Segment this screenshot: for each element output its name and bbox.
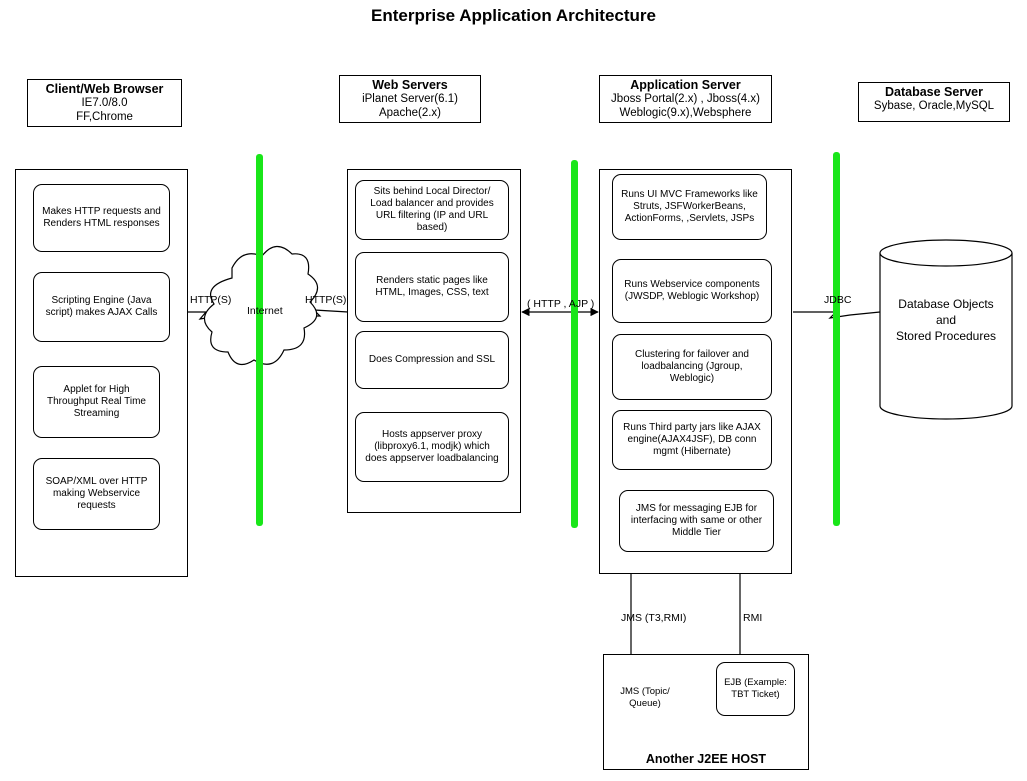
app-box-jms-ejb: JMS for messaging EJB for interfacing wi… bbox=[619, 490, 774, 552]
jms-queue-text: JMS (Topic/ Queue) bbox=[620, 686, 670, 709]
web-box-static-pages: Renders static pages like HTML, Images, … bbox=[355, 252, 509, 322]
database-text-line-2: and bbox=[935, 313, 957, 327]
app-tier-line-2: Weblogic(9.x),Websphere bbox=[619, 107, 752, 119]
http-label-left: HTTP(S) bbox=[190, 294, 232, 306]
ejb-box: EJB (Example: TBT Ticket) bbox=[716, 662, 795, 716]
db-tier-line-1: Sybase, Oracle,MySQL bbox=[873, 100, 995, 112]
web-tier-name: Web Servers bbox=[372, 78, 448, 92]
client-box-scripting: Scripting Engine (Java script) makes AJA… bbox=[33, 272, 170, 342]
app-tier-line-1: Jboss Portal(2.x) , Jboss(4.x) bbox=[611, 93, 760, 105]
database-cylinder-icon bbox=[879, 239, 1013, 420]
web-box-compression-ssl: Does Compression and SSL bbox=[355, 331, 509, 389]
app-box-mvc: Runs UI MVC Frameworks like Struts, JSFW… bbox=[612, 174, 767, 240]
tier-separator-2 bbox=[571, 160, 578, 528]
db-tier-name: Database Server bbox=[885, 85, 983, 99]
web-tier-line-1: iPlanet Server(6.1) bbox=[362, 93, 458, 105]
database-text-line-1: Database Objects bbox=[898, 297, 994, 311]
http-label-right: HTTP(S) bbox=[305, 294, 347, 306]
app-tier-header: Application Server Jboss Portal(2.x) , J… bbox=[599, 75, 772, 123]
internet-label: Internet bbox=[247, 305, 283, 317]
rmi-link-label: RMI bbox=[743, 612, 763, 624]
app-db-link bbox=[793, 311, 881, 319]
db-tier-header: Database Server Sybase, Oracle,MySQL bbox=[858, 82, 1010, 122]
client-box-applet: Applet for High Throughput Real Time Str… bbox=[33, 366, 160, 438]
client-tier-line-2: FF,Chrome bbox=[76, 111, 133, 123]
web-tier-line-2: Apache(2.x) bbox=[378, 107, 441, 119]
j2ee-host-label: Another J2EE HOST bbox=[645, 752, 767, 766]
http-ajp-label: ( HTTP , AJP ) bbox=[527, 298, 595, 310]
jms-link-label: JMS (T3,RMI) bbox=[621, 612, 687, 624]
client-tier-header: Client/Web Browser IE7.0/8.0 FF,Chrome bbox=[27, 79, 182, 127]
web-tier-header: Web Servers iPlanet Server(6.1) Apache(2… bbox=[339, 75, 481, 123]
app-box-third-party: Runs Third party jars like AJAX engine(A… bbox=[612, 410, 772, 470]
database-text-line-3: Stored Procedures bbox=[895, 329, 997, 343]
diagram-title: Enterprise Application Architecture bbox=[371, 6, 656, 25]
web-box-appserver-proxy: Hosts appserver proxy (libproxy6.1, modj… bbox=[355, 412, 509, 482]
client-box-soap: SOAP/XML over HTTP making Webservice req… bbox=[33, 458, 160, 530]
client-tier-line-1: IE7.0/8.0 bbox=[81, 97, 128, 109]
database-objects-text: Database Objects and Stored Procedures bbox=[882, 296, 1010, 344]
web-box-load-director: Sits behind Local Director/ Load balance… bbox=[355, 180, 509, 240]
client-box-http: Makes HTTP requests and Renders HTML res… bbox=[33, 184, 170, 252]
app-tier-name: Application Server bbox=[630, 78, 741, 92]
client-tier-name: Client/Web Browser bbox=[45, 82, 164, 96]
app-box-webservice: Runs Webservice components (JWSDP, Weblo… bbox=[612, 259, 772, 323]
tier-separator-3 bbox=[833, 152, 840, 526]
tier-separator-1 bbox=[256, 154, 263, 526]
jdbc-label: JDBC bbox=[824, 294, 852, 306]
app-box-clustering: Clustering for failover and loadbalancin… bbox=[612, 334, 772, 400]
